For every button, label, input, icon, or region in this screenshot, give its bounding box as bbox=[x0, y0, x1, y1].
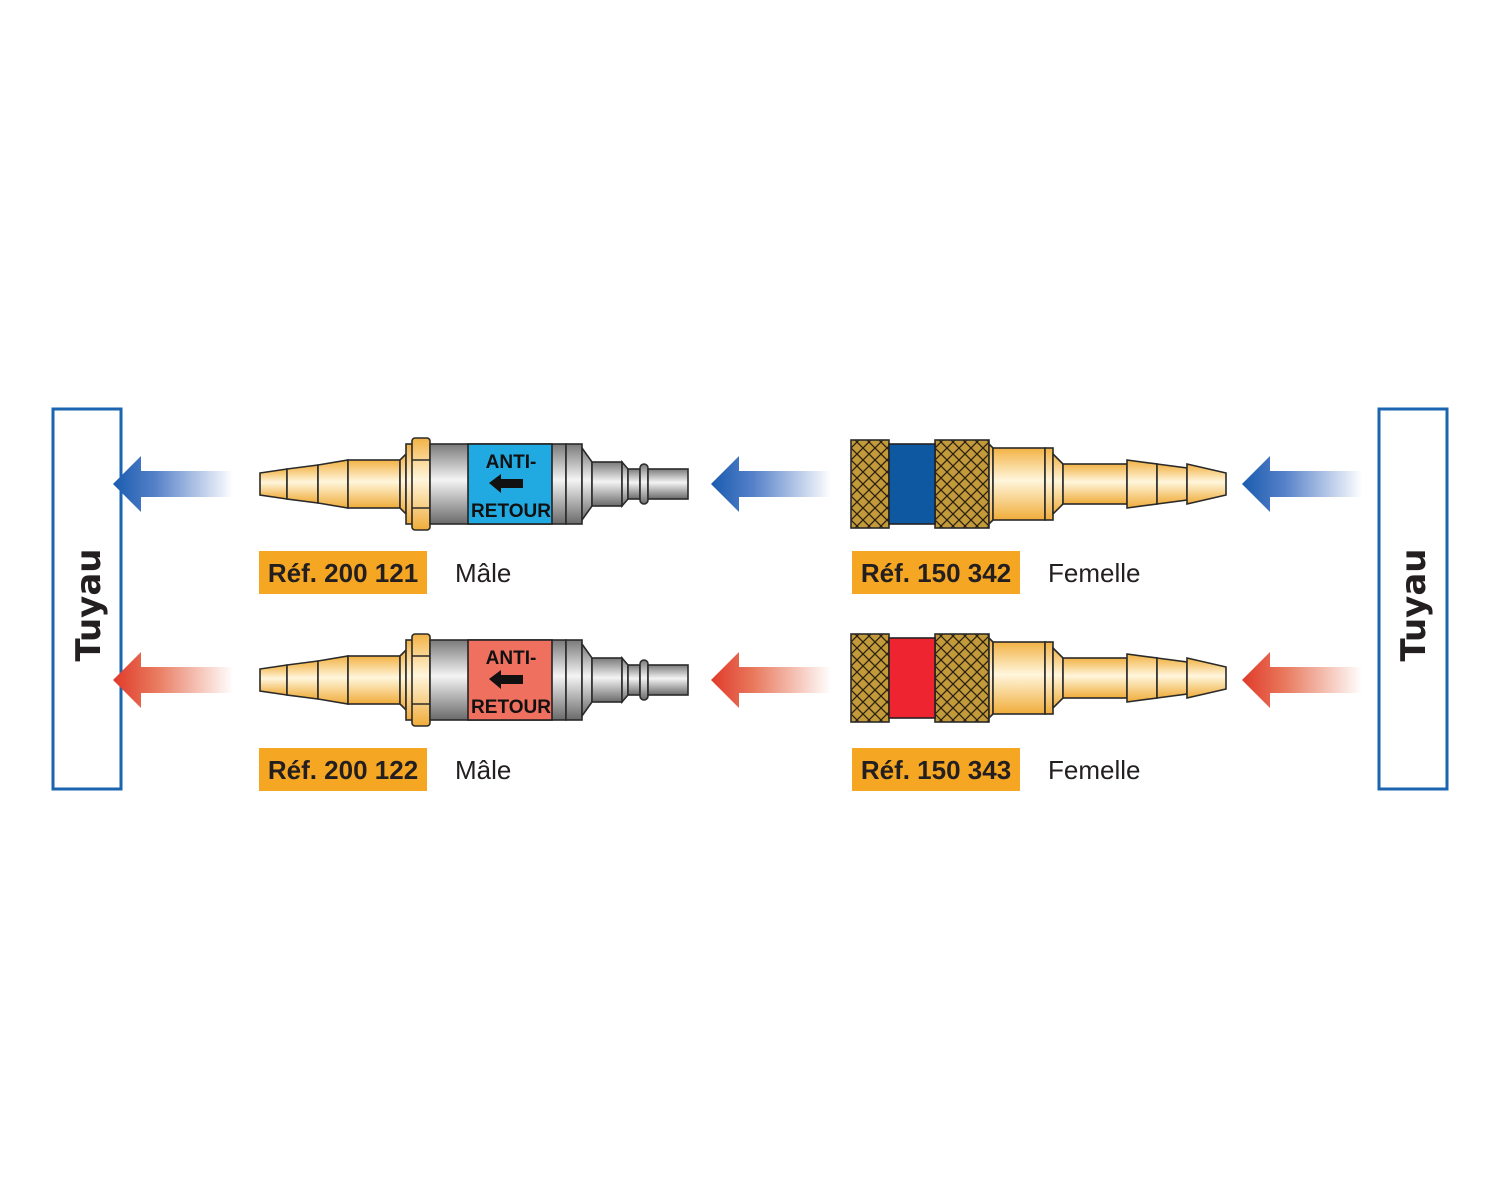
anti-label-line1: ANTI- bbox=[486, 648, 537, 669]
anti-label-line2: RETOUR bbox=[471, 501, 551, 522]
ref-number: Réf. 200 121 bbox=[268, 558, 418, 588]
flow-arrow-icon bbox=[113, 456, 233, 512]
ref-badge bbox=[259, 748, 427, 791]
ref-number: Réf. 200 122 bbox=[268, 755, 418, 785]
right-hose: Tuyau bbox=[1377, 407, 1449, 791]
row-red: ANTI- RETOUR Réf. 200 122 Mâle Réf. 150 … bbox=[113, 633, 1362, 791]
female-ref-red: Réf. 150 343 Femelle bbox=[852, 748, 1140, 791]
row-blue: ANTI- RETOUR Réf. 200 121 Mâle Réf. 150 … bbox=[113, 437, 1362, 594]
ref-number: Réf. 150 343 bbox=[861, 755, 1011, 785]
right-hose-label: Tuyau bbox=[1394, 549, 1434, 662]
connector-type: Mâle bbox=[455, 558, 511, 588]
flow-arrow-icon bbox=[711, 456, 831, 512]
female-connector-blue bbox=[850, 439, 1227, 529]
left-hose-label: Tuyau bbox=[69, 549, 109, 662]
anti-label-line2: RETOUR bbox=[471, 697, 551, 718]
male-ref-blue: Réf. 200 121 Mâle bbox=[259, 551, 511, 594]
anti-label-line1: ANTI- bbox=[486, 452, 537, 473]
male-connector-red: ANTI- RETOUR bbox=[259, 633, 689, 727]
flow-arrow-icon bbox=[1242, 652, 1362, 708]
male-connector-blue: ANTI- RETOUR bbox=[259, 437, 689, 531]
right-hose-frame bbox=[1377, 407, 1449, 791]
female-ref-blue: Réf. 150 342 Femelle bbox=[852, 551, 1140, 594]
color-collar-red bbox=[888, 637, 936, 719]
flow-arrow-icon bbox=[113, 652, 233, 708]
ref-badge bbox=[852, 551, 1020, 594]
left-arrow-icon bbox=[489, 670, 523, 689]
ref-badge bbox=[852, 748, 1020, 791]
connector-type: Mâle bbox=[455, 755, 511, 785]
flow-arrow-icon bbox=[1242, 456, 1362, 512]
color-collar-blue bbox=[888, 443, 936, 525]
flow-arrow-icon bbox=[711, 652, 831, 708]
female-connector-red bbox=[850, 633, 1227, 723]
left-arrow-icon bbox=[489, 474, 523, 493]
left-hose: Tuyau bbox=[51, 407, 123, 791]
ref-number: Réf. 150 342 bbox=[861, 558, 1011, 588]
left-hose-frame bbox=[51, 407, 123, 791]
male-ref-red: Réf. 200 122 Mâle bbox=[259, 748, 511, 791]
ref-badge bbox=[259, 551, 427, 594]
connector-type: Femelle bbox=[1048, 755, 1140, 785]
connector-type: Femelle bbox=[1048, 558, 1140, 588]
